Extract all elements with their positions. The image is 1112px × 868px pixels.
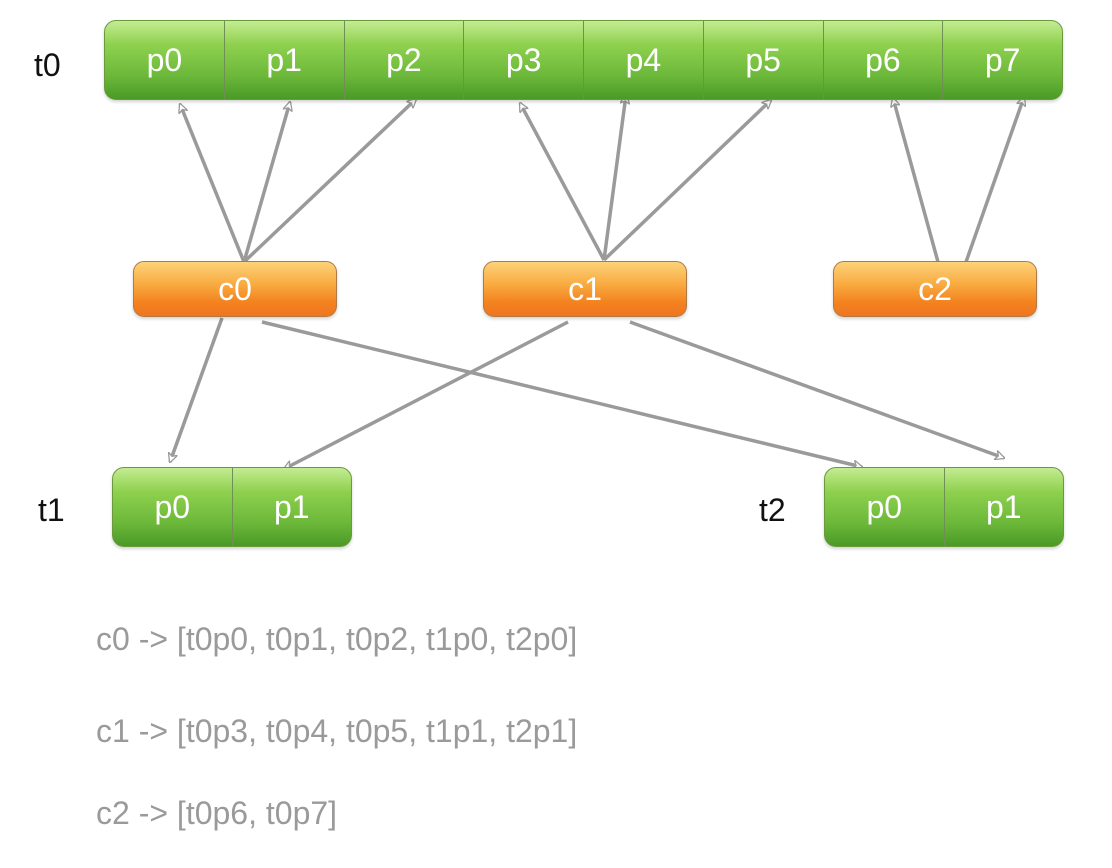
arrow-c0-t0p1 (242, 102, 290, 263)
arrow-c1-t0p5 (602, 100, 771, 262)
arrow-c0-t0p2 (242, 99, 416, 264)
arrow-c2-t0p6 (893, 98, 940, 263)
partition-t2-p0: p0 (825, 468, 945, 546)
partition-t0-p7: p7 (984, 41, 1021, 78)
partition-t0-p6: p6 (824, 21, 944, 99)
consumer-c2: c2 (833, 261, 1037, 317)
partition-t0-p5: p5 (704, 21, 824, 99)
assignment-c2: c2 -> [t0p6, t0p7] (96, 795, 338, 831)
arrow-c0-t1p0 (170, 317, 224, 462)
arrow-c0-t0p0 (180, 104, 246, 263)
partition-t0-p0: p0 (105, 21, 225, 99)
partition-t0-p2: p2 (345, 21, 465, 99)
assignment-c1: c1 -> [t0p3, t0p4, t0p5, t1p1, t2p1] (96, 713, 578, 749)
arrow-c1-t0p3 (518, 103, 606, 261)
partition-t0-p3: p3 (464, 21, 584, 99)
topic-t1-partitions: p0 p1 (112, 467, 352, 547)
partition-t0-p4: p4 (584, 21, 704, 99)
arrow-c2-t0p7 (964, 97, 1024, 263)
consumer-c0: c0 (133, 261, 337, 317)
arrow-c0-t2p0 (261, 320, 862, 467)
topic-label-t2: t2 (759, 492, 786, 528)
partition-t1-p1: p1 (273, 488, 310, 525)
topic-label-t0: t0 (34, 47, 61, 83)
partition-t1-p0: p0 (113, 468, 233, 546)
arrow-c1-t1p1 (284, 320, 569, 471)
partition-t2-p1: p1 (985, 488, 1022, 525)
arrow-c1-t2p1 (629, 320, 1004, 458)
arrow-c1-t0p4 (602, 95, 626, 261)
topic-t0-partitions: p0 p1 p2 p3 p4 p5 p6 p7 (104, 20, 1063, 100)
assignment-c0: c0 -> [t0p0, t0p1, t0p2, t1p0, t2p0] (96, 621, 578, 657)
topic-t2-partitions: p0 p1 (824, 467, 1064, 547)
topic-label-t1: t1 (38, 492, 65, 528)
partition-t0-p1: p1 (225, 21, 345, 99)
consumer-c1: c1 (483, 261, 687, 317)
